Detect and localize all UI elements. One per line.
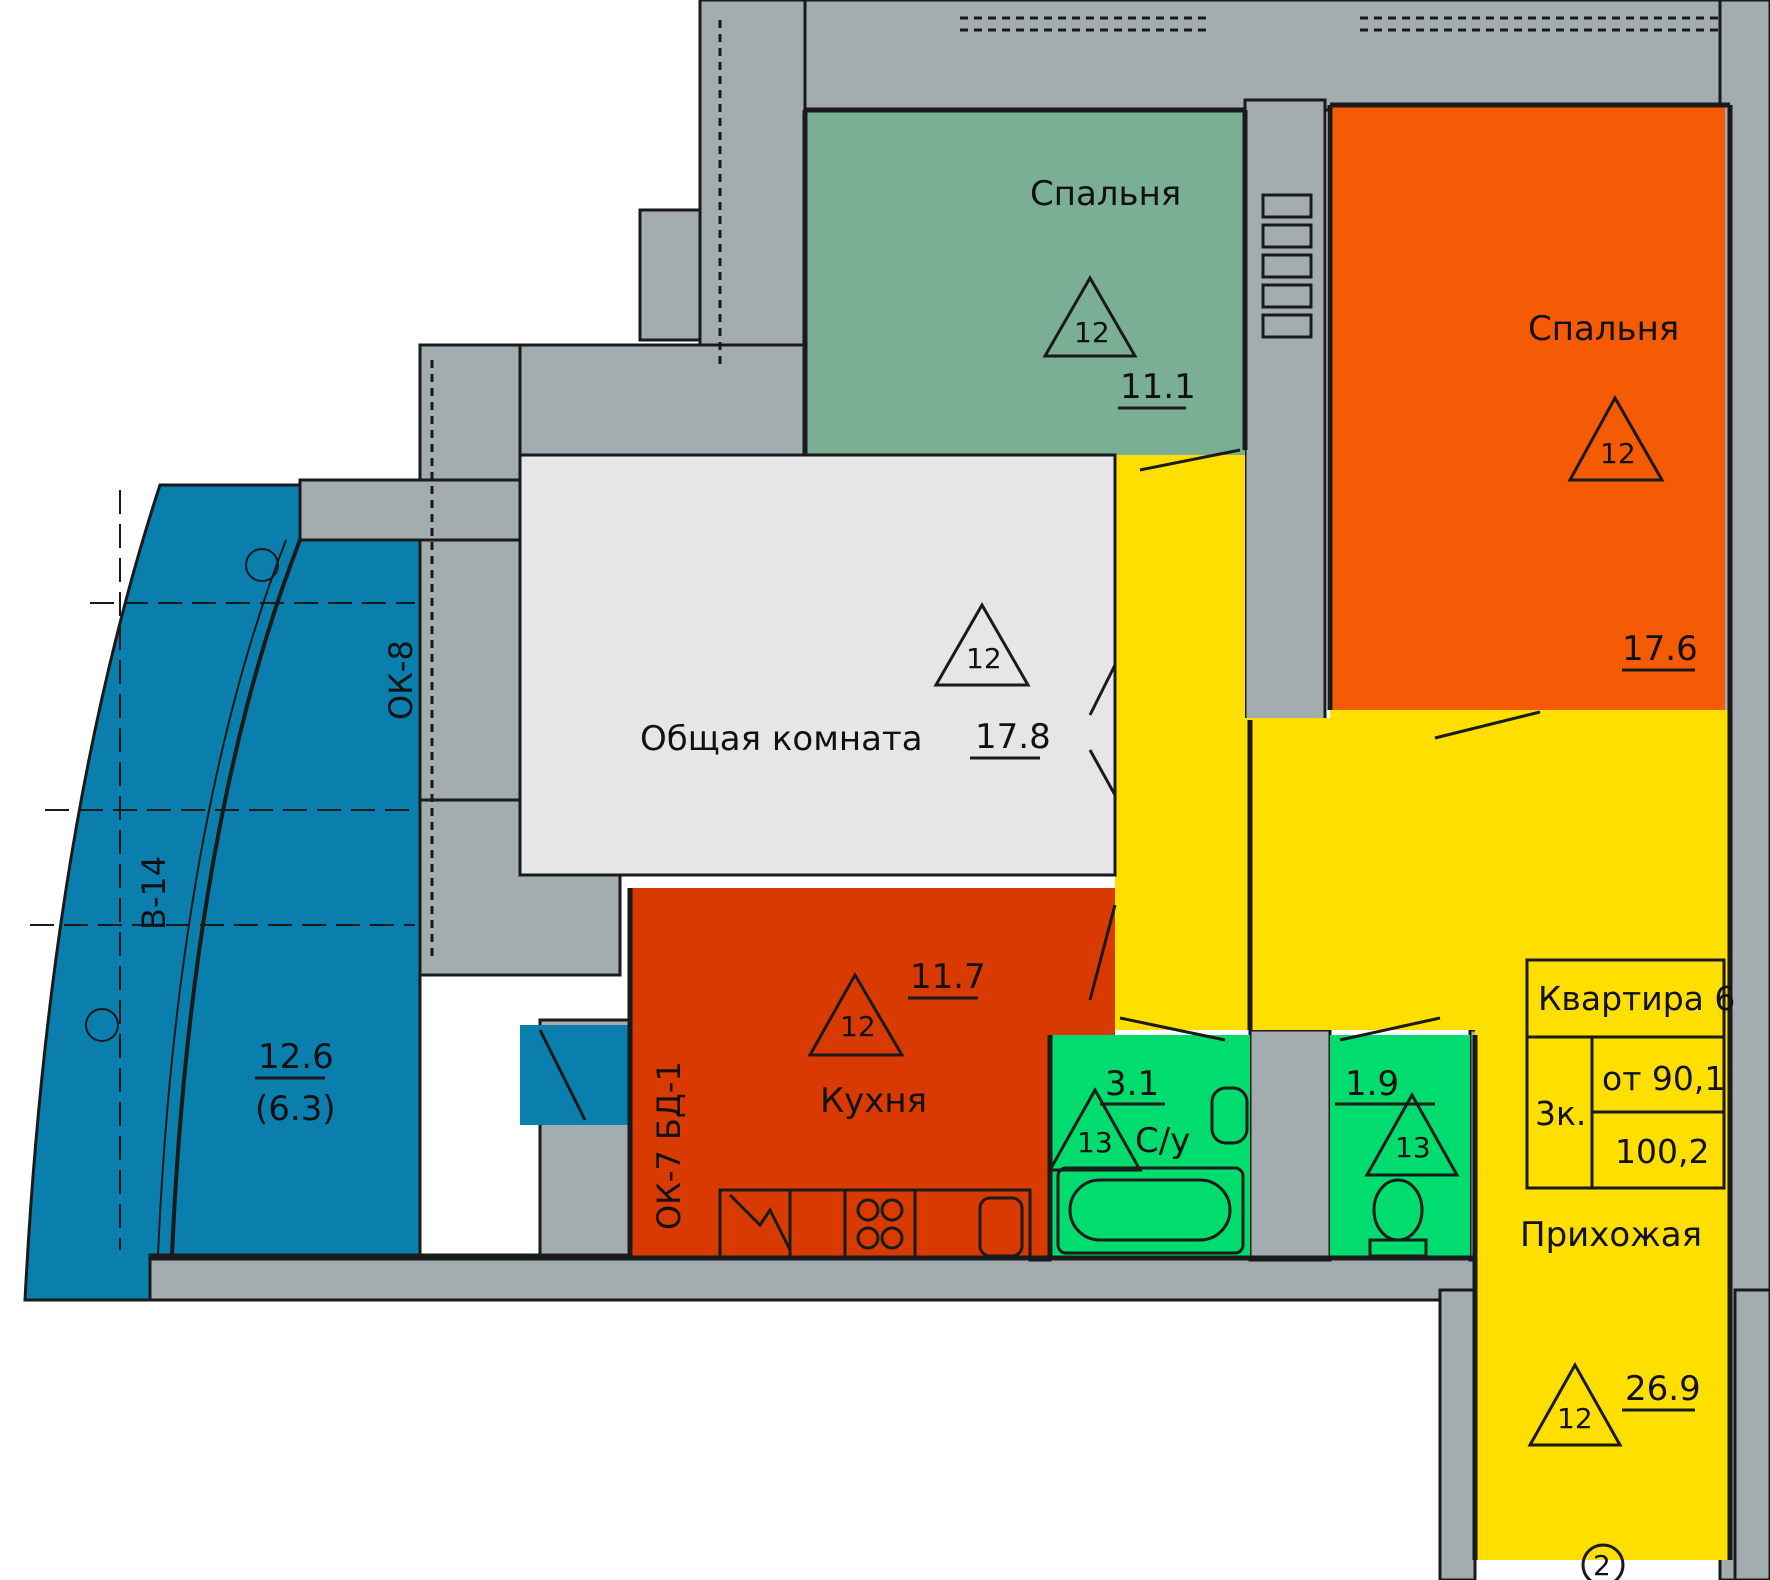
bath-fixtures — [1056, 1086, 1249, 1255]
hallway-mark-triangle — [1527, 1361, 1623, 1447]
hallway-label: Прихожая — [1520, 1215, 1702, 1255]
bedroom-small-mark-triangle — [1042, 274, 1138, 358]
kitchen-mark: 12 — [840, 1010, 876, 1043]
window-marks — [430, 16, 1720, 960]
apartment-title: Квартира 6 — [1538, 979, 1735, 1018]
entrance-marker-label: 2 — [1593, 1549, 1611, 1580]
kitchen-door-code: ОК-7 БД-1 — [650, 1061, 688, 1230]
bathroom-area: 3.1 — [1105, 1064, 1159, 1104]
balcony-passage-fill — [520, 1025, 630, 1125]
toilet-mark: 13 — [1395, 1131, 1431, 1164]
balcony-guides — [30, 490, 415, 1250]
living-room-area: 17.8 — [975, 717, 1051, 757]
balcony-area: 12.6 — [258, 1037, 334, 1077]
living-room-label: Общая комната — [640, 719, 923, 759]
bedroom-small-mark: 12 — [1074, 316, 1110, 349]
bedroom-large-mark-triangle — [1567, 394, 1665, 482]
rooms — [23, 105, 1730, 1560]
entrance-marker: 2 — [1581, 1543, 1625, 1580]
kitchen-mark-triangle — [807, 971, 905, 1057]
labels: Спальня 12 11.1 Спальня 12 17.6 12 Общая… — [85, 174, 1702, 1447]
wall-lines — [150, 102, 1733, 1560]
kitchen-counter — [718, 1188, 1032, 1260]
bathroom-mark: 13 — [1077, 1126, 1113, 1159]
balcony-glazing-line — [170, 539, 302, 1256]
apartment-card: Квартира 6 3к. от 90,1 100,2 — [1525, 958, 1735, 1190]
bedroom-large-fill — [1330, 105, 1725, 710]
kitchen-area: 11.7 — [910, 957, 986, 997]
balcony-glazing-code: В-14 — [135, 856, 173, 930]
bedroom-large-area: 17.6 — [1622, 629, 1698, 669]
living-room-fill — [518, 453, 1117, 877]
bedroom-large-label: Спальня — [1528, 309, 1679, 349]
bedroom-small-area: 11.1 — [1120, 367, 1196, 407]
hallway-area: 26.9 — [1625, 1369, 1701, 1409]
bedroom-small-fill — [805, 110, 1245, 455]
balcony-circle-top — [245, 548, 279, 582]
bathroom-fill — [1050, 1035, 1250, 1260]
toilet-mark-triangle — [1364, 1091, 1460, 1177]
balcony-fill — [23, 483, 422, 1302]
balcony-area-reduced: (6.3) — [255, 1089, 336, 1129]
kitchen-fill — [630, 888, 1115, 1258]
apartment-area-from: от 90,1 — [1602, 1059, 1725, 1098]
living-room-mark: 12 — [966, 642, 1002, 675]
hallway-fill — [1115, 455, 1730, 1560]
bedroom-large-mark: 12 — [1600, 437, 1636, 470]
toilet-area: 1.9 — [1345, 1064, 1399, 1104]
bathroom-label: С/у — [1135, 1121, 1190, 1161]
kitchen-label: Кухня — [820, 1081, 927, 1121]
toilet-fixture — [1368, 1178, 1428, 1258]
bathroom-mark-triangle — [1047, 1086, 1143, 1172]
window-living-code: ОК-8 — [382, 640, 420, 720]
toilet-fill — [1330, 1035, 1470, 1260]
apartment-rooms: 3к. — [1535, 1094, 1586, 1133]
balcony-circle-bottom — [85, 1008, 119, 1042]
hallway-mark: 12 — [1557, 1402, 1593, 1435]
bedroom-small-label: Спальня — [1030, 174, 1181, 214]
door-swings — [538, 448, 1541, 1121]
apartment-area-total: 100,2 — [1615, 1132, 1709, 1171]
living-room-mark-triangle — [933, 601, 1031, 687]
